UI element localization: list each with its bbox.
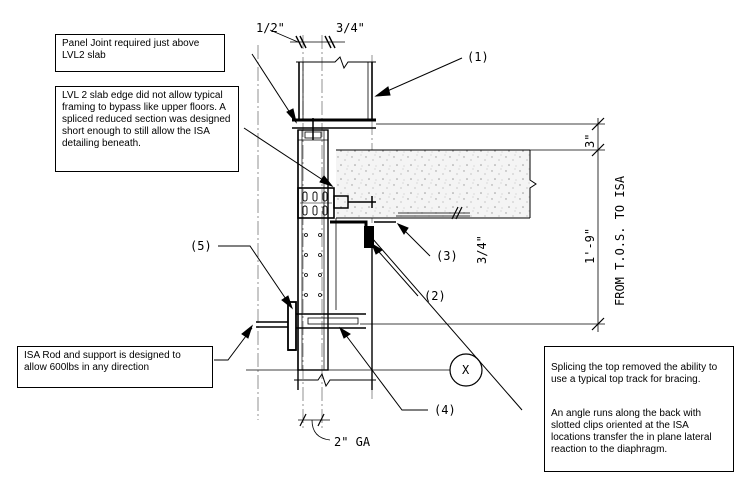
dim-three-inch: 3" bbox=[583, 133, 597, 148]
callout-5: (5) bbox=[190, 239, 212, 253]
leader-lines bbox=[214, 53, 523, 411]
slab-edge-note: LVL 2 slab edge did not allow typical fr… bbox=[55, 86, 239, 172]
angle-dimension bbox=[398, 206, 470, 220]
callout-4: (4) bbox=[434, 403, 456, 417]
lower-stud-holes bbox=[304, 233, 322, 297]
gauge-dimension bbox=[298, 413, 331, 441]
wall-lines bbox=[294, 130, 376, 390]
callout-2: (2) bbox=[424, 289, 446, 303]
gridline-label: X bbox=[462, 363, 470, 377]
splicing-note: Splicing the top removed the ability to … bbox=[544, 346, 734, 472]
callout-1: (1) bbox=[467, 50, 489, 64]
panel-joint-note: Panel Joint required just above LVL2 sla… bbox=[55, 34, 225, 72]
centerlines bbox=[257, 35, 373, 430]
edge-angle bbox=[330, 220, 396, 248]
gridline-bubble bbox=[246, 353, 483, 387]
dim-half-inch: 1/2" bbox=[256, 21, 285, 35]
right-dimension-lines bbox=[360, 117, 605, 332]
upper-stud-section bbox=[292, 56, 376, 129]
lower-stud-section bbox=[297, 118, 329, 371]
top-dimension-lines bbox=[269, 29, 345, 49]
concrete-slab bbox=[336, 149, 537, 219]
dim-one-nine: 1'-9" bbox=[583, 227, 597, 264]
splicing-note-paragraph-1: Splicing the top removed the ability to … bbox=[551, 362, 718, 385]
dim-three-quarter-angle: 3/4" bbox=[475, 235, 489, 264]
splicing-note-paragraph-2: An angle runs along the back with slotte… bbox=[551, 408, 712, 455]
dim-three-quarter-top: 3/4" bbox=[336, 21, 365, 35]
isa-support bbox=[256, 301, 366, 351]
isa-rod-note: ISA Rod and support is designed to allow… bbox=[17, 346, 213, 388]
callout-3: (3) bbox=[436, 249, 458, 263]
dim-tos-to-isa: FROM T.O.S. TO ISA bbox=[613, 175, 627, 306]
dim-gauge: 2" GA bbox=[334, 435, 371, 449]
